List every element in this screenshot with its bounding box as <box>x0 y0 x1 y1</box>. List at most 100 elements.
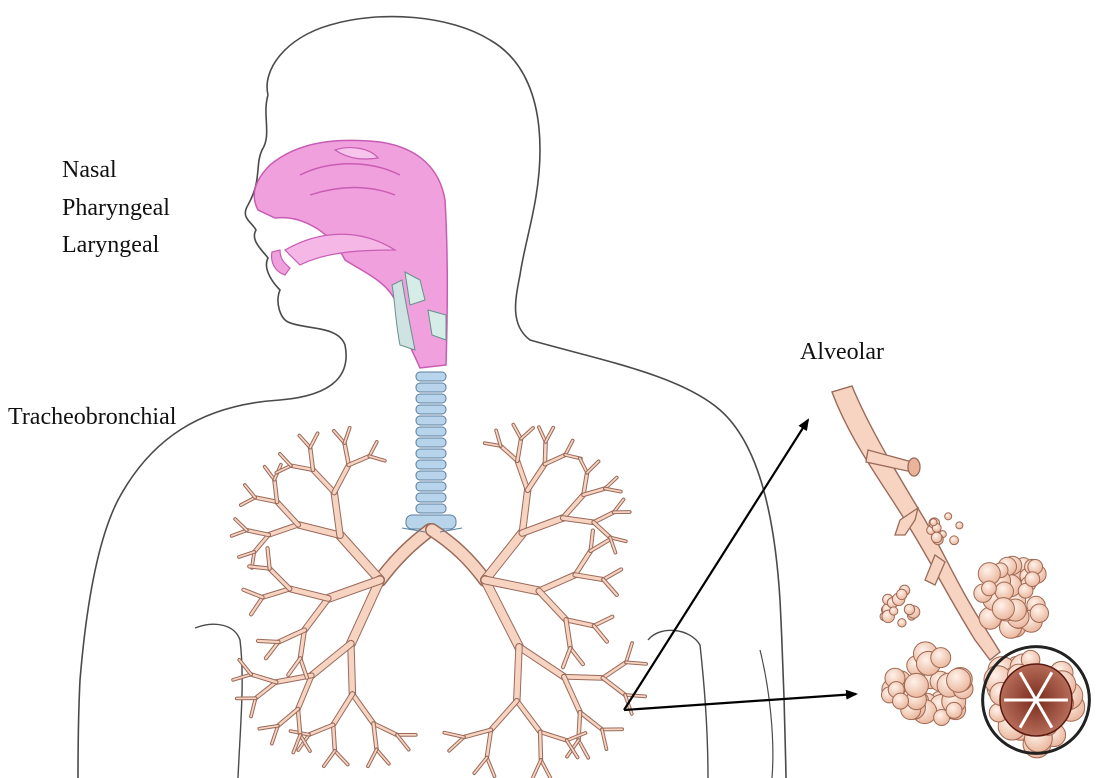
bronchus-branch-fill <box>522 490 527 533</box>
bronchus-branch-fill <box>575 575 603 580</box>
bronchus-branch-fill <box>580 458 587 472</box>
bronchus-branch-fill <box>563 495 584 518</box>
arm-inner-line <box>760 650 773 778</box>
alveolus <box>945 513 952 520</box>
bronchus-branch-fill <box>513 425 521 439</box>
alveolus <box>1025 572 1040 587</box>
bronchus-branch-fill <box>334 431 345 443</box>
alveolus <box>947 668 971 692</box>
bronchus-branch-fill <box>241 497 255 505</box>
trachea-ring <box>416 438 446 447</box>
bronchus-branch-fill <box>266 642 279 658</box>
alveolus <box>897 589 907 599</box>
bronchus-branch-fill <box>528 464 545 490</box>
bronchus-branch-fill <box>352 694 373 724</box>
bronchus-branch-fill <box>517 461 527 490</box>
label-pharyngeal: Pharyngeal <box>62 196 170 220</box>
bronchus-branch-fill <box>310 433 317 447</box>
bronchus-branch-fill <box>539 427 546 442</box>
alveolar-sac <box>974 556 1049 638</box>
bronchus-branch-fill <box>517 647 519 701</box>
right-main-bronchus <box>432 530 485 580</box>
bronchus-branch-fill <box>594 617 612 626</box>
bronchus-branch-fill <box>567 733 586 741</box>
bronchus-branch-fill <box>491 701 517 730</box>
bronchus-branch-fill <box>564 677 580 712</box>
bronchus-branch-fill <box>540 732 567 741</box>
left-main-bronchus <box>380 530 430 580</box>
arrow-to-alveoli <box>624 694 856 710</box>
bronchus-branch-fill <box>546 428 554 442</box>
alveolar-sac <box>881 642 973 726</box>
bronchus-branch-fill <box>373 724 397 735</box>
nasal-pharynx-larynx <box>254 140 447 368</box>
label-nasal: Nasal <box>62 158 117 182</box>
arrows <box>624 420 856 710</box>
alveolus <box>956 522 963 529</box>
bronchus-branch-fill <box>397 735 409 750</box>
bronchus-branch-fill <box>324 751 335 766</box>
trachea-ring <box>416 460 446 469</box>
alveolar-sac <box>880 585 920 627</box>
bronchus-branch-fill <box>594 512 614 522</box>
bronchus-branch-fill <box>545 455 565 464</box>
bronchus-branch-fill <box>521 428 533 439</box>
alveolus <box>890 607 898 615</box>
bronchus-branch-fill <box>299 436 310 448</box>
bronchus-branch-fill <box>580 712 602 729</box>
bronchus-branch-fill <box>594 626 607 642</box>
bronchus-branch-fill <box>579 740 589 758</box>
alveolar-sac <box>927 513 963 545</box>
bronchus-branch-fill <box>594 522 611 537</box>
alveolus <box>930 519 937 526</box>
bronchus-branch-fill <box>304 598 328 630</box>
bronchus-branch-fill <box>563 648 570 667</box>
trachea-ring <box>416 383 446 392</box>
bronchus-branch-fill <box>368 750 377 767</box>
trachea-ring <box>416 416 446 425</box>
alveolus <box>904 604 914 614</box>
bronchus-branch-fill <box>522 518 563 533</box>
bronchus-branch-fill <box>539 591 566 620</box>
trachea-ring <box>416 427 446 436</box>
bronchus-branch-fill <box>334 465 349 492</box>
bronchus-branch-fill <box>351 644 353 694</box>
bronchus-branch-fill <box>487 758 495 777</box>
bronchus-branch-fill <box>603 569 621 579</box>
bronchus-branch-fill <box>563 518 594 522</box>
bronchus-branch-fill <box>335 751 348 765</box>
arrow-to-alveolar <box>624 420 808 710</box>
trachea-ring <box>416 504 446 513</box>
bronchus-branch-fill <box>575 551 590 575</box>
bronchus-branch-fill <box>501 446 518 461</box>
bronchus-branch-fill <box>564 677 603 678</box>
bronchus-branch-fill <box>265 467 275 480</box>
bronchus-branch-fill <box>566 620 570 648</box>
trachea-ring <box>416 471 446 480</box>
bronchus-branch-fill <box>533 760 541 778</box>
bronchus-branch-fill <box>245 485 255 497</box>
bronchus-branch-fill <box>485 533 522 580</box>
bronchus-branch-fill <box>340 535 380 580</box>
alveolar-sac <box>983 647 1090 758</box>
bronchus-branch-fill <box>256 682 277 698</box>
alveolus <box>893 693 909 709</box>
bronchus-branch-fill <box>369 442 376 456</box>
bronchus-branch-fill <box>269 525 298 535</box>
trachea-ring <box>416 372 446 381</box>
bronchus-branch-fill <box>464 730 491 737</box>
bronchus-branch-fill <box>235 519 247 530</box>
bronchus-branch-fill <box>313 470 334 493</box>
bronchus-branch-fill <box>243 590 262 598</box>
trachea-ring <box>416 493 446 502</box>
alveolus <box>950 536 959 545</box>
bronchus-branch-fill <box>377 750 389 764</box>
bronchiole-tube <box>832 386 1000 660</box>
alveolus <box>931 648 951 668</box>
label-tracheobronchial: Tracheobronchial <box>8 405 176 429</box>
alveolus <box>904 673 928 697</box>
trachea-ring <box>416 405 446 414</box>
bronchus-branch-fill <box>263 589 290 597</box>
bronchus-branch-fill <box>570 648 583 664</box>
